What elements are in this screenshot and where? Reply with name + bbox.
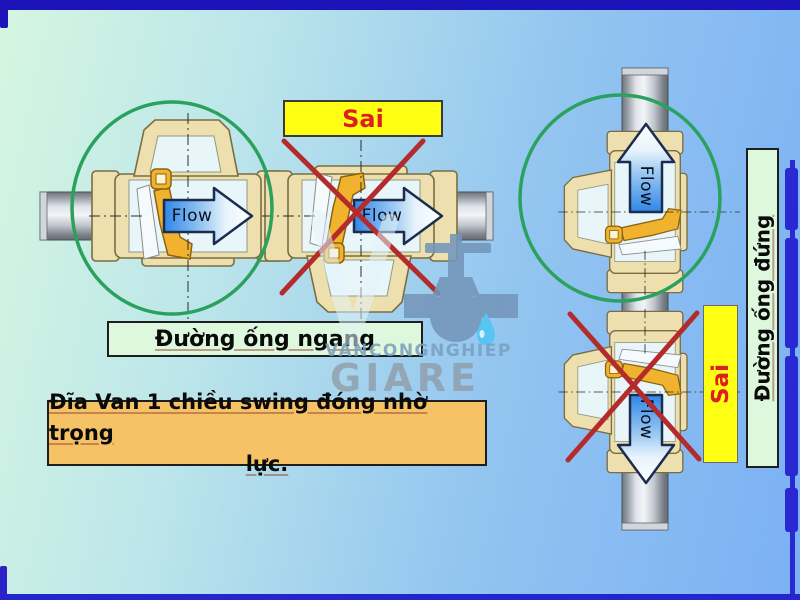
right-border-segment (785, 356, 798, 476)
wrong-badge-vertical-text: Sai (707, 364, 734, 404)
wrong-badge-horizontal: Sai (283, 100, 443, 137)
caption-line-2: lực. (245, 451, 289, 476)
right-border-segment (785, 488, 798, 532)
vertical-pipe-label-text: Đường ống đứng (750, 214, 775, 402)
wrong-cross-horizontal (279, 138, 441, 296)
bottom-border (0, 594, 800, 600)
wrong-cross-vertical (565, 310, 702, 463)
caption-line-1: Đĩa Van 1 chiều swing đóng nhờ trọng (49, 389, 428, 445)
flow-text-1: Flow (171, 206, 213, 226)
correct-circle-horizontal (70, 100, 274, 316)
wrong-badge-horizontal-text: Sai (342, 104, 384, 133)
caption-box: Đĩa Van 1 chiều swing đóng nhờ trọng lực… (47, 390, 487, 476)
right-border-segment (785, 168, 798, 230)
wrong-badge-vertical: Sai (703, 305, 738, 463)
corner-mark-top-left (0, 6, 8, 28)
correct-circle-vertical (518, 93, 722, 303)
horizontal-pipe-label: Đường ống ngang (107, 321, 423, 357)
horizontal-pipe-label-text: Đường ống ngang (154, 326, 376, 352)
corner-mark-bottom-left (0, 566, 7, 597)
vertical-pipe-label: Đường ống đứng (746, 148, 779, 468)
top-border (0, 0, 800, 10)
right-border-segment (785, 238, 798, 348)
